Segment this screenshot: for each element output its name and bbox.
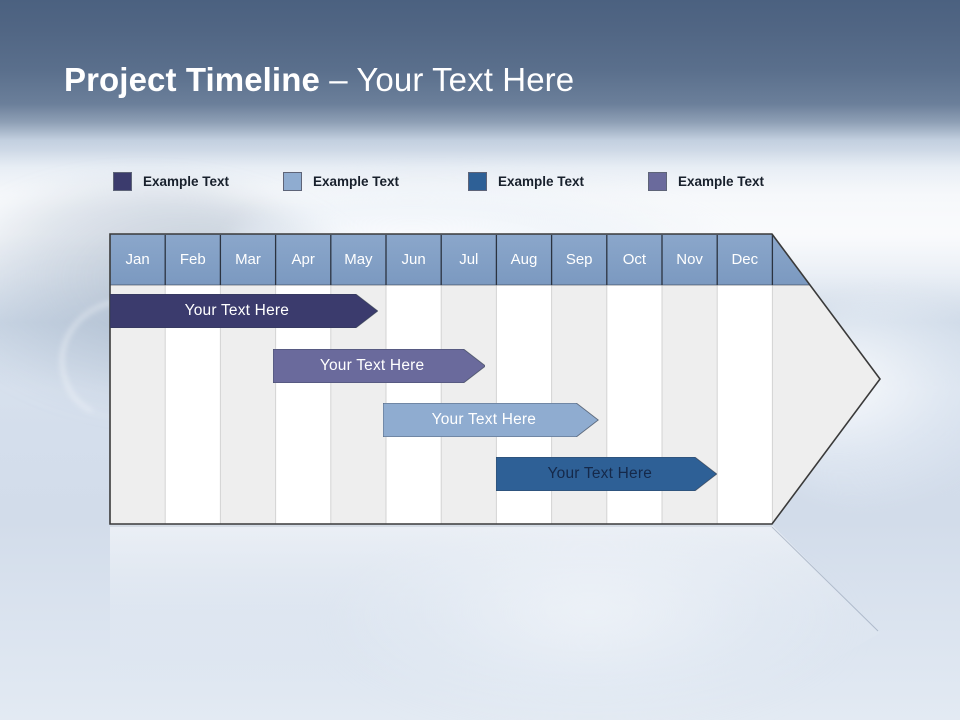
legend-swatch-light-blue xyxy=(283,171,302,191)
legend-swatch-navy xyxy=(113,171,132,191)
legend-item[interactable]: Example Text xyxy=(468,170,584,192)
timeline-bar-label: Your Text Here xyxy=(319,357,425,374)
timeline-bar-label: Your Text Here xyxy=(431,411,537,428)
slide-title-separator: – xyxy=(319,61,357,98)
timeline-bar[interactable]: Your Text Here xyxy=(383,403,599,437)
legend-item-label: Example Text xyxy=(678,173,765,189)
legend-item-label: Example Text xyxy=(313,173,400,189)
timeline-bar[interactable]: Your Text Here xyxy=(272,349,486,383)
legend-item[interactable]: Example Text xyxy=(648,170,764,192)
legend-swatch-purple xyxy=(648,171,667,191)
legend-item[interactable]: Example Text xyxy=(283,170,399,192)
legend-item[interactable]: Example Text xyxy=(113,170,229,192)
timeline-bar[interactable]: Your Text Here xyxy=(496,457,718,491)
timeline-bar-shape xyxy=(496,457,718,491)
slide-title: Project Timeline – Your Text Here xyxy=(64,58,574,102)
timeline-chart-body xyxy=(109,233,881,525)
legend: Example Text Example Text Example Text Exam… xyxy=(113,170,813,194)
timeline-bar-label: Your Text Here xyxy=(184,302,290,319)
timeline-bar-shape xyxy=(110,294,378,328)
timeline-bar-shape xyxy=(272,349,486,383)
legend-swatch-blue xyxy=(468,171,487,191)
background-highlight-bottom xyxy=(330,540,850,720)
legend-item-label: Example Text xyxy=(143,173,230,189)
timeline-bar-label: Your Text Here xyxy=(547,465,653,482)
timeline-bar-shape xyxy=(383,403,599,437)
timeline-bar[interactable]: Your Text Here xyxy=(110,294,378,328)
legend-item-label: Example Text xyxy=(498,173,585,189)
slide-title-strong: Project Timeline xyxy=(64,61,320,98)
slide-title-light: Your Text Here xyxy=(356,61,575,98)
